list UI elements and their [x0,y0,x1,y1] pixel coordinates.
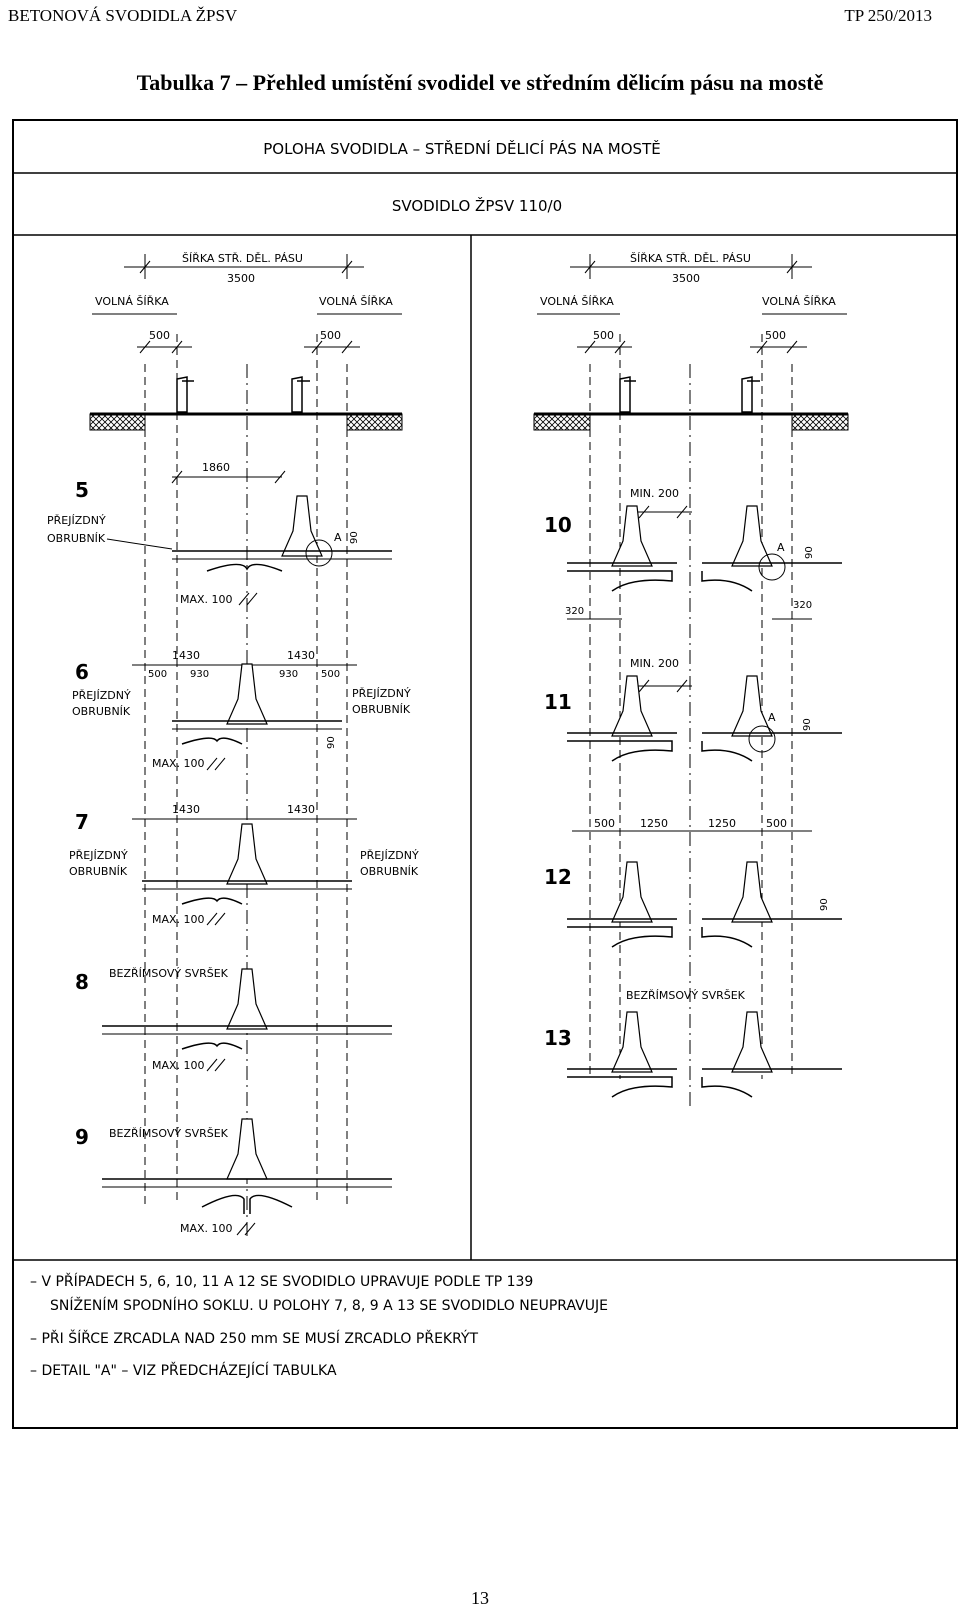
case-10-dim-320-2: 320 [793,600,812,611]
case-7-label: 7 [75,810,89,834]
case-5-detail-a: A [334,531,342,544]
case-11-detail-a: A [768,711,776,724]
case-11-min200: MIN. 200 [630,657,679,670]
case-7-dim-1430-2: 1430 [287,803,315,816]
case-5-label: 5 [75,478,89,502]
case-11-label: 11 [544,690,572,714]
case-6-label-prejizdny-1: PŘEJÍZDNÝ [72,689,131,702]
case-6-dim-500-2: 500 [321,669,340,680]
case-9-label: 9 [75,1125,89,1149]
case-5-label-obrubnik: OBRUBNÍK [47,532,106,545]
case-5-dim-90: 90 [349,531,360,544]
table-row-heading: POLOHA SVODIDLA – STŘEDNÍ DĚLICÍ PÁS NA … [263,139,660,158]
right-column-drawing: ŠÍŘKA STŘ. DĚL. PÁSU 3500 VOLNÁ ŠÍŘKA VO… [533,252,849,1109]
case-7-max100: MAX. 100 [152,913,205,926]
right-width-value: 3500 [672,272,700,285]
case-10-detail-a: A [777,541,785,554]
case-13-label: 13 [544,1026,572,1050]
case-12-label: 12 [544,865,572,889]
case-10-dim-320-1: 320 [565,606,584,617]
case-6-label: 6 [75,660,89,684]
case-6-dim-90: 90 [326,736,337,749]
case-6-dim-1430-2: 1430 [287,649,315,662]
case-12-dim-1250-1: 1250 [640,817,668,830]
case-12-dim-90: 90 [819,898,830,911]
right-free-width-1: VOLNÁ ŠÍŘKA [540,295,614,308]
case-7-label-prejizdny-1: PŘEJÍZDNÝ [69,849,128,862]
case-11-dim-90: 90 [802,718,813,731]
case-8-label: 8 [75,970,89,994]
note-1: – V PŘÍPADECH 5, 6, 10, 11 A 12 SE SVODI… [30,1273,533,1290]
right-dim-500-1: 500 [593,329,614,342]
case-10-min200: MIN. 200 [630,487,679,500]
note-3: – DETAIL "A" – VIZ PŘEDCHÁZEJÍCÍ TABULKA [30,1362,337,1379]
left-free-width-1: VOLNÁ ŠÍŘKA [95,295,169,308]
case-7-dim-1430-1: 1430 [172,803,200,816]
case-7-label-obrubnik-1: OBRUBNÍK [69,865,128,878]
table-border [12,119,958,1429]
barrier-type-heading: SVODIDLO ŽPSV 110/0 [392,196,562,215]
case-6-label-obrubnik-2: OBRUBNÍK [352,703,411,716]
case-8-max100: MAX. 100 [152,1059,205,1072]
case-5-max100: MAX. 100 [180,593,233,606]
case-13-label-bezrimsovy: BEZŘÍMSOVÝ SVRŠEK [626,989,746,1002]
table-title: Tabulka 7 – Přehled umístění svodidel ve… [136,70,824,95]
case-7-label-prejizdny-2: PŘEJÍZDNÝ [360,849,419,862]
case-10-dim-90: 90 [804,546,815,559]
left-free-width-2: VOLNÁ ŠÍŘKA [319,295,393,308]
case-9-label-bezrimsovy: BEZŘÍMSOVÝ SVRŠEK [109,1127,229,1140]
note-1-continued: SNÍŽENÍM SPODNÍHO SOKLU. U POLOHY 7, 8, … [50,1296,608,1314]
table-figure: POLOHA SVODIDLA – STŘEDNÍ DĚLICÍ PÁS NA … [12,119,958,1429]
case-6-label-obrubnik-1: OBRUBNÍK [72,705,131,718]
case-5-dim-1860: 1860 [202,461,230,474]
page-number: 13 [471,1588,489,1608]
case-10-label: 10 [544,513,572,537]
right-width-label: ŠÍŘKA STŘ. DĚL. PÁSU [630,252,751,265]
left-width-value: 3500 [227,272,255,285]
case-6-dim-930-1: 930 [190,669,209,680]
case-8-label-bezrimsovy: BEZŘÍMSOVÝ SVRŠEK [109,967,229,980]
case-12-dim-500-1: 500 [594,817,615,830]
case-6-label-prejizdny-2: PŘEJÍZDNÝ [352,687,411,700]
case-6-dim-930-2: 930 [279,669,298,680]
left-width-label: ŠÍŘKA STŘ. DĚL. PÁSU [182,252,303,265]
left-column-drawing: ŠÍŘKA STŘ. DĚL. PÁSU 3500 VOLNÁ ŠÍŘKA VO… [47,252,419,1239]
left-dim-500-1: 500 [149,329,170,342]
case-6-max100: MAX. 100 [152,757,205,770]
right-dim-500-2: 500 [765,329,786,342]
case-5-label-prejizdny: PŘEJÍZDNÝ [47,514,106,527]
case-7-label-obrubnik-2: OBRUBNÍK [360,865,419,878]
case-6-dim-500-1: 500 [148,669,167,680]
note-2: – PŘI ŠÍŘCE ZRCADLA NAD 250 mm SE MUSÍ Z… [30,1329,478,1347]
right-free-width-2: VOLNÁ ŠÍŘKA [762,295,836,308]
case-12-dim-500-2: 500 [766,817,787,830]
left-dim-500-2: 500 [320,329,341,342]
case-12-dim-1250-2: 1250 [708,817,736,830]
running-header-right: TP 250/2013 [844,6,932,25]
case-9-max100: MAX. 100 [180,1222,233,1235]
running-header-left: BETONOVÁ SVODIDLA ŽPSV [8,6,238,25]
case-6-dim-1430-1: 1430 [172,649,200,662]
